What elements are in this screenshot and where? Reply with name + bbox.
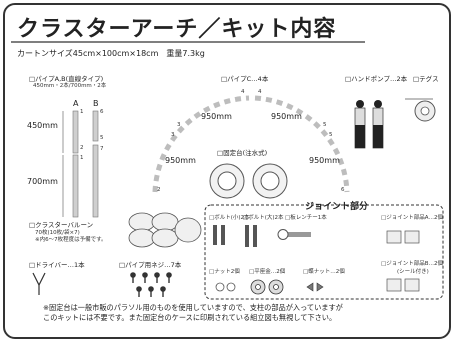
nut-label: □ナット2個 — [209, 269, 240, 275]
footer-line-1: ※固定台は一般市販のパラソル用のものを使用していますので、支柱の部品が入っていま… — [43, 303, 343, 312]
tape-reel-icon — [405, 98, 436, 122]
bolt-small-label: □ボルト(小)2本 — [209, 215, 250, 221]
balloon-pack-icon — [128, 212, 202, 248]
kit-illustrations — [11, 41, 444, 300]
hand-pump-icon — [354, 100, 384, 149]
dim-700: 700mm — [27, 177, 58, 186]
bolt-icon — [213, 225, 257, 247]
arch-num: 3 — [171, 132, 175, 138]
carton-spec: カートンサイズ45cm×100cm×18cm 重量7.3kg — [17, 49, 205, 58]
pipe-num: 1 — [80, 155, 84, 161]
footer-line-2: このキットには不要です。また固定台のケースに印刷されている組立図も無視して下さい… — [43, 313, 337, 322]
driver-icon — [32, 272, 46, 295]
pipe-num: 1 — [80, 109, 84, 115]
balloon-label: □クラスターバルーン — [29, 221, 94, 229]
dim-450: 450mm — [27, 121, 58, 130]
arch-dim: 950mm — [165, 156, 196, 165]
wrench-label: □板レンチー1本 — [285, 215, 327, 221]
pipe-b-icon — [92, 110, 99, 218]
arch-pipes-icon — [152, 95, 350, 193]
wrench-icon — [277, 229, 311, 240]
arch-num: 2 — [157, 187, 161, 193]
wing-nut-label: □蝶ナット…2個 — [303, 269, 345, 275]
joint-part-a-label: □ジョイント部品A…2個 — [381, 215, 443, 221]
arch-num: 4 — [241, 89, 245, 95]
arch-num: 5 — [323, 122, 327, 128]
arch-dim: 950mm — [271, 112, 302, 121]
hand-pump-label: □ハンドポンプ…2本 — [345, 75, 408, 83]
pipe-num: 2 — [80, 145, 84, 151]
pipe-num: 7 — [100, 146, 104, 152]
wing-nut-icon — [306, 282, 324, 292]
joint-part-a-icon — [386, 230, 420, 244]
joint-part-b-sub: (シール付き) — [397, 269, 429, 275]
tape-label: □テグス — [413, 75, 439, 83]
bolt-large-label: □ボルト(大)2本 — [243, 215, 284, 221]
pipe-c-label: □パイプC…4本 — [221, 75, 269, 83]
pipe-a-col: A — [73, 99, 79, 108]
joint-part-b-icon — [386, 278, 420, 292]
balloon-sub: 70枚(10枚/袋×7) — [35, 230, 80, 236]
footer-note: ※固定台は一般市販のパラソル用のものを使用していますので、支柱の部品が入っていま… — [43, 303, 443, 323]
fixed-base-label: □固定台(注水式) — [217, 149, 268, 157]
page-title: クラスターアーチ／キット内容 — [17, 17, 337, 42]
nut-icon — [215, 282, 236, 292]
washer-label: □平座金…2個 — [249, 269, 286, 275]
pipe-b-col: B — [93, 99, 99, 108]
fixed-base-icon — [209, 163, 288, 199]
driver-label: □ドライバー…1本 — [29, 261, 85, 269]
kit-contents-card: クラスターアーチ／キット内容 カートンサイズ45cm×100cm×18cm 重量… — [3, 3, 451, 339]
arch-num: 6 — [341, 187, 345, 193]
pipe-ab-sub: 450mm・2本/700mm・2本 — [33, 83, 107, 89]
washer-icon — [250, 279, 284, 295]
joint-parts-box — [204, 204, 444, 300]
arch-dim: 950mm — [309, 156, 340, 165]
pipe-num: 5 — [100, 135, 104, 141]
pipe-screw-icon — [130, 272, 172, 297]
pipe-ab-label: □パイプA,B(直線タイプ) — [29, 75, 104, 83]
joint-title: ジョイント部分 — [305, 202, 369, 212]
pipe-a-icon — [72, 110, 79, 218]
arch-num: 5 — [329, 132, 333, 138]
pipe-screw-label: □パイプ用ネジ…7本 — [119, 261, 182, 269]
pipe-num: 6 — [100, 109, 104, 115]
arch-num: 4 — [258, 89, 262, 95]
arch-dim: 950mm — [201, 112, 232, 121]
arch-num: 3 — [177, 122, 181, 128]
joint-part-b-label: □ジョイント部品B…2個 — [381, 261, 443, 267]
balloon-sub: ※内6～7枚程度は予備です。 — [35, 237, 107, 243]
